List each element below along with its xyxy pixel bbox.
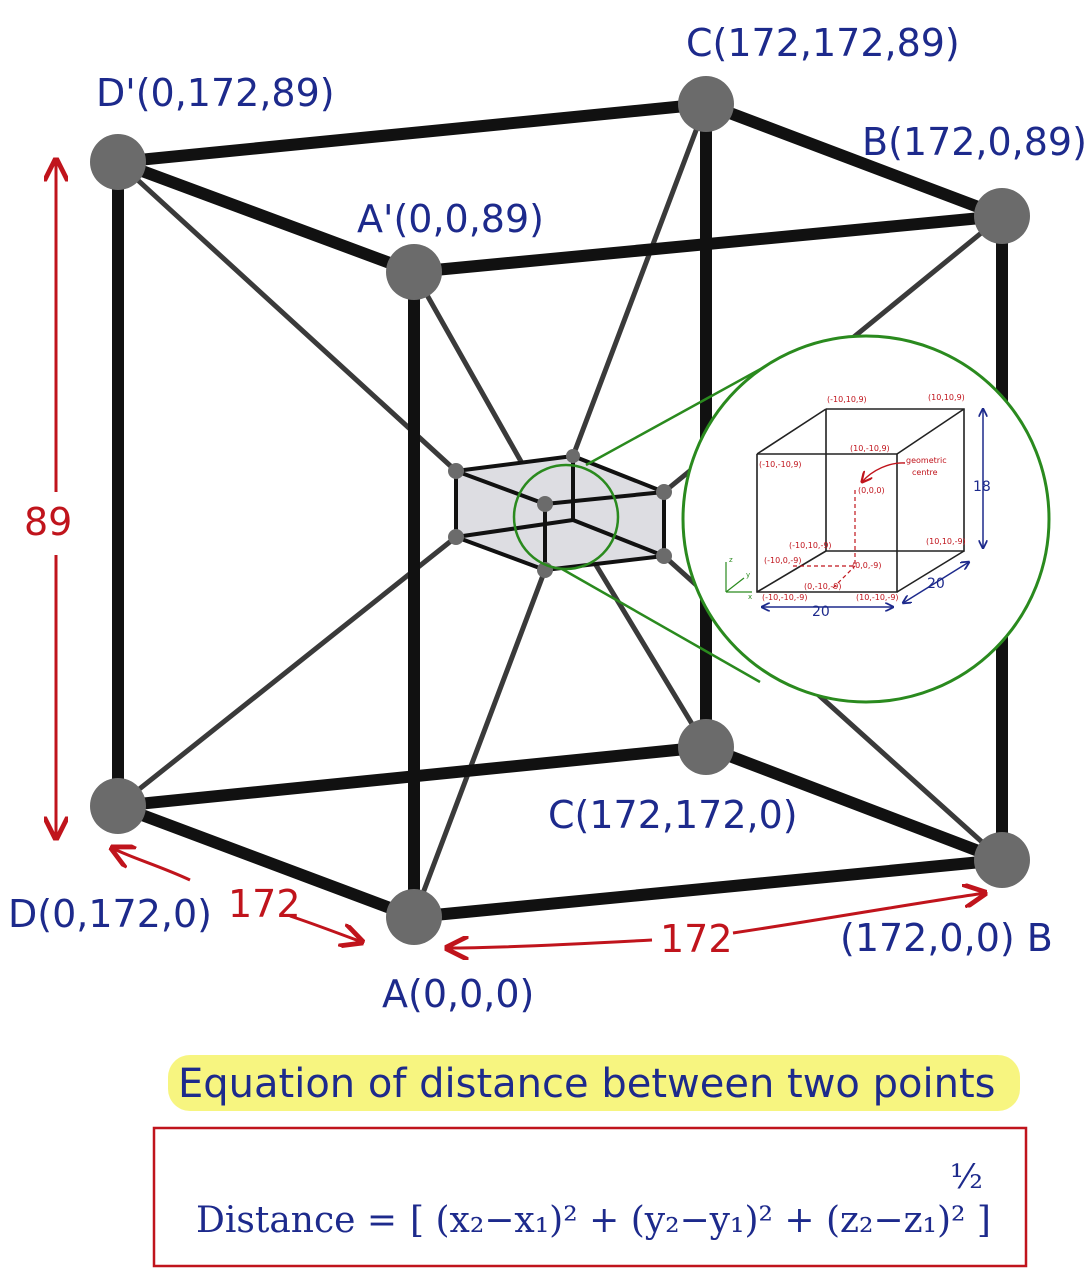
inset-label-back-bottom-left: (-10,10,-9) — [789, 541, 832, 550]
joint-aprime — [386, 244, 442, 300]
inner-box-face — [456, 456, 664, 570]
inset-label-center: (0,0,0) — [858, 486, 885, 495]
inset-label-centre: centre — [912, 468, 938, 477]
width-arrow-right — [732, 893, 985, 935]
rod-a-to-center — [411, 567, 548, 920]
label-c-bottom: C(172,172,0) — [548, 793, 798, 837]
inset-label-back-bottom-right: (10,10,-9) — [926, 537, 966, 546]
joint-dprime — [90, 134, 146, 190]
inset-label-top-back-right: (10,10,9) — [928, 393, 965, 402]
outer-frame — [112, 98, 1008, 923]
formula-title: Equation of distance between two points — [178, 1061, 995, 1107]
vertex-labels: D'(0,172,89) C(172,172,89) B(172,0,89) A… — [8, 21, 1087, 1016]
edge-a-d-bottom — [112, 800, 420, 923]
joint-c-top — [678, 76, 734, 132]
edge-b-a-bottom — [408, 854, 1008, 923]
inset-axis-y: y — [746, 571, 750, 579]
label-d: D(0,172,0) — [8, 892, 212, 936]
edge-c-b-bottom — [700, 741, 1008, 866]
inset-circle — [681, 334, 1051, 704]
zoom-source-circle — [512, 463, 620, 571]
edge-aprime-dprime-top — [112, 156, 420, 278]
formula-exponent: ½ — [950, 1157, 983, 1197]
dimension-arrows — [56, 160, 985, 948]
inset-label-top-back-left: (-10,10,9) — [827, 395, 867, 404]
formula-lhs: Distance = — [196, 1200, 397, 1241]
inset-label-front-bottom-right: (10,-10,-9) — [856, 593, 899, 602]
formula-rhs: [ (x₂−x₁)² + (y₂−y₁)² + (z₂−z₁)² ] — [410, 1200, 991, 1241]
edge-c-b-top — [700, 98, 1008, 222]
label-d-prime: D'(0,172,89) — [96, 71, 335, 115]
joint-a — [386, 889, 442, 945]
dim-height: 89 — [24, 500, 72, 544]
label-b-top: B(172,0,89) — [862, 120, 1087, 164]
joint-b-top — [974, 188, 1030, 244]
inset-dim-width: 20 — [812, 604, 830, 620]
inset-axis-x: x — [748, 593, 752, 601]
formula-box — [152, 1126, 1028, 1268]
rod-d-to-center — [115, 534, 459, 809]
zoom-callout — [512, 353, 787, 684]
label-a: A(0,0,0) — [382, 972, 534, 1016]
inset-dim-height: 18 — [973, 479, 991, 495]
inset-axis-z: z — [729, 556, 733, 564]
joint-c-bottom — [678, 719, 734, 775]
dim-depth: 172 — [228, 882, 301, 926]
inset-dim-depth: 20 — [927, 576, 945, 592]
label-a-prime: A'(0,0,89) — [357, 197, 544, 241]
rod-dprime-to-center — [115, 159, 459, 474]
joints — [90, 76, 1030, 945]
inner-box — [448, 449, 672, 578]
edge-dprime-c-top — [112, 98, 712, 168]
width-arrow-left — [447, 940, 653, 948]
rod-c-top-to-center — [570, 101, 709, 459]
formula-section: Equation of distance between two points … — [152, 1055, 1028, 1268]
formula-title-highlight — [168, 1055, 1020, 1111]
depth-arrow-right — [289, 914, 362, 942]
label-b: (172,0,0) B — [840, 916, 1053, 960]
label-c-top: C(172,172,89) — [686, 21, 960, 65]
inset-label-front-bottom-left: (-10,-10,-9) — [762, 593, 807, 602]
inset-label-top-front-left: (-10,-10,9) — [759, 460, 802, 469]
inset-label-front-mid-bottom: (0,-10,-9) — [804, 582, 841, 591]
inset-label-mid-bottom: (0,0,-9) — [852, 561, 881, 570]
inset-label-left-mid-bottom: (-10,0,-9) — [764, 556, 801, 565]
joint-d — [90, 778, 146, 834]
inset-label-geometric: geometric — [906, 456, 947, 465]
depth-arrow-left — [112, 848, 191, 882]
inset-label-top-front-right: (10,-10,9) — [850, 444, 890, 453]
inset-view: (-10,10,9) (10,10,9) (10,-10,9) (-10,-10… — [681, 334, 1051, 704]
joint-b — [974, 832, 1030, 888]
dim-width: 172 — [660, 917, 733, 961]
